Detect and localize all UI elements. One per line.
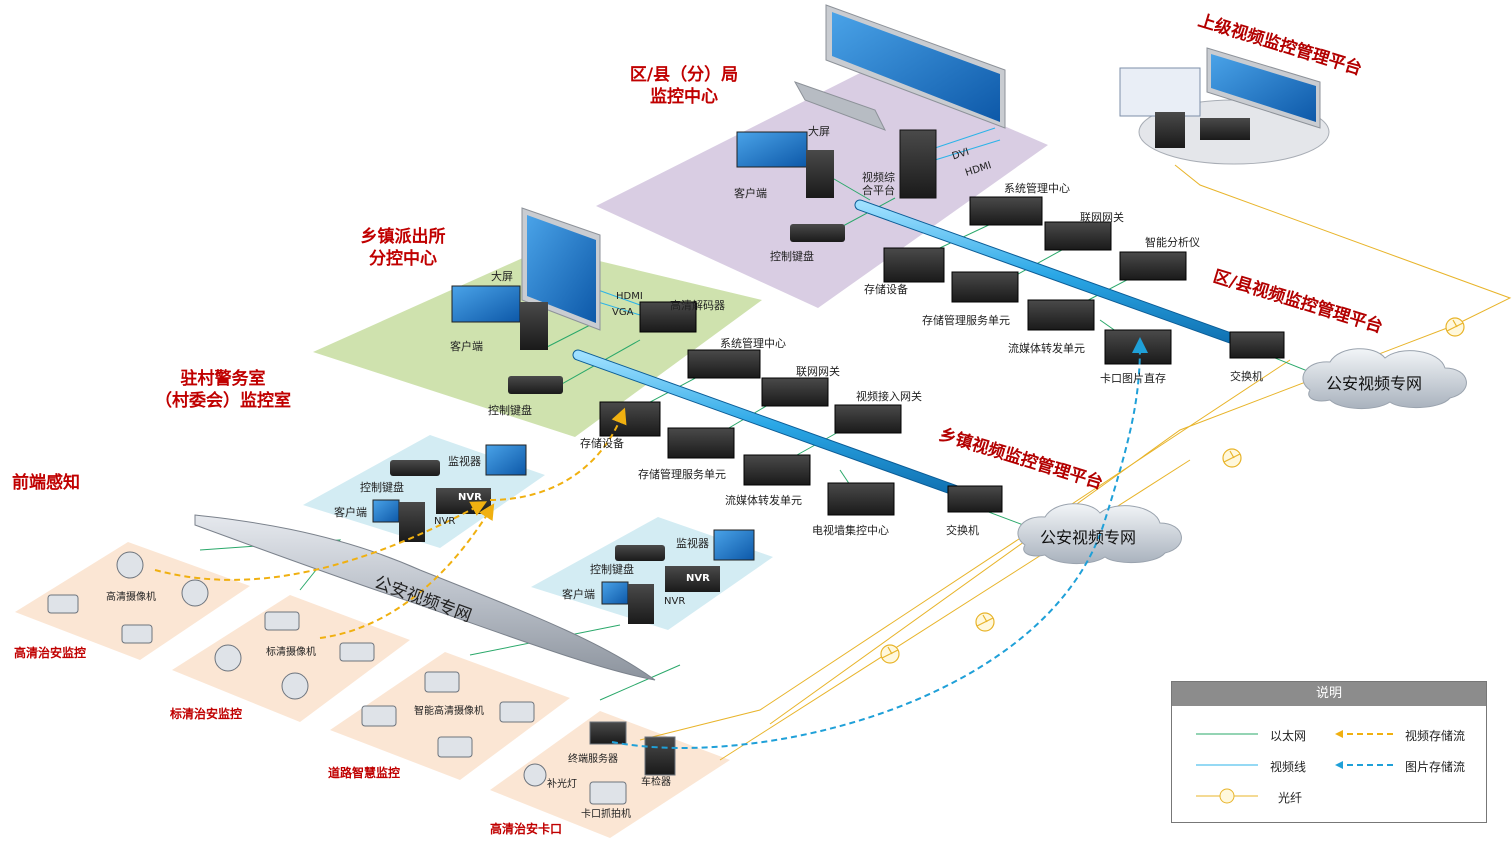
- district-keyboard-label: 控制键盘: [770, 250, 814, 263]
- platform-rack: [899, 129, 937, 199]
- front-zone-road: [330, 652, 570, 780]
- town-keyboard: [508, 376, 563, 394]
- district-platform-label: 视频综合平台: [862, 171, 895, 197]
- town-access-gateway-label: 视频接入网关: [856, 390, 922, 403]
- village-a-nvr-label: NVR: [434, 516, 456, 527]
- video-lines: [597, 127, 1001, 316]
- town-center-title-line1: 乡镇派出所: [360, 227, 446, 247]
- town-gateway-label: 联网网关: [796, 365, 840, 378]
- village-a-keyboard-label: 控制键盘: [360, 481, 404, 494]
- cloud-town-label: 公安视频专网: [1040, 528, 1137, 547]
- town-backbone: [572, 349, 974, 501]
- district-center-title-line1: 区/县（分）局: [629, 65, 739, 85]
- legend-title: 说明: [1172, 682, 1486, 706]
- fill-light-label: 补光灯: [547, 779, 577, 790]
- town-client-pc: [451, 285, 548, 350]
- front-zone-sd: [172, 595, 410, 722]
- fiber-markers: [880, 317, 1465, 664]
- village-zone-a: [303, 435, 545, 548]
- legend-fiber: 光纤: [1278, 791, 1303, 805]
- legend-swatches: [1196, 730, 1397, 804]
- town-center-title: 乡镇派出所 分控中心: [345, 226, 461, 270]
- district-video-wall: [793, 4, 1006, 131]
- town-rack-devices: [599, 301, 1003, 516]
- front-end-title: 前端感知: [12, 473, 80, 493]
- town-storage-mgmt-label: 存储管理服务单元: [638, 468, 726, 481]
- district-storage-mgmt-label: 存储管理服务单元: [922, 314, 1010, 327]
- district-center-title: 区/县（分）局 监控中心: [618, 64, 750, 108]
- video-storage-flow: [154, 407, 627, 639]
- village-b-nvr-badge: NVR: [686, 573, 710, 584]
- town-decoder-label: 高清解码器: [670, 299, 725, 312]
- village-b-client-label: 客户端: [562, 588, 595, 601]
- legend: 说明 以太网 视频线 光纤 视频存储流 图片存储流: [1171, 681, 1487, 823]
- town-vga-label: VGA: [612, 307, 634, 318]
- district-switch-label: 交换机: [1230, 370, 1263, 383]
- district-rack-devices: [883, 196, 1285, 365]
- village-b-keyboard-label: 控制键盘: [590, 563, 634, 576]
- village-a-client-label: 客户端: [334, 506, 367, 519]
- district-stream-label: 流媒体转发单元: [1008, 342, 1085, 355]
- town-client-label: 客户端: [450, 340, 483, 353]
- village-a-monitor-label: 监视器: [448, 455, 481, 468]
- village-room-title-line1: 驻村警务室: [180, 369, 266, 389]
- district-storage-label: 存储设备: [864, 283, 908, 296]
- checkpoint-title: 高清治安卡口: [490, 822, 563, 836]
- vehicle-detector-label: 车检器: [641, 777, 671, 788]
- road-title: 道路智慧监控: [328, 766, 401, 780]
- road-camera-label: 智能高清摄像机: [414, 706, 484, 717]
- front-network-band: [194, 514, 656, 681]
- legend-ethernet: 以太网: [1270, 729, 1307, 743]
- district-analyzer-label: 智能分析仪: [1145, 236, 1200, 249]
- village-b-pc: [601, 529, 755, 624]
- town-video-wall: [521, 207, 601, 331]
- district-mgmt-label: 系统管理中心: [1004, 182, 1070, 195]
- district-keyboard: [790, 224, 845, 242]
- district-gateway-label: 联网网关: [1080, 211, 1124, 224]
- town-hdmi-label: HDMI: [616, 291, 643, 302]
- village-a-nvr-badge: NVR: [458, 492, 482, 503]
- town-switch-label: 交换机: [946, 524, 979, 537]
- town-big-screen-label: 大屏: [491, 270, 513, 283]
- hd-camera-label: 高清摄像机: [106, 592, 156, 603]
- village-room-title-line2: （村委会）监控室: [155, 391, 291, 411]
- sd-security-title: 标清治安监控: [170, 707, 243, 721]
- district-backbone: [854, 199, 1256, 351]
- village-zone-b: [531, 517, 773, 630]
- cloud-district: [1302, 348, 1467, 410]
- sd-camera-label: 标清摄像机: [266, 647, 316, 658]
- upper-video-wall: [1119, 47, 1321, 148]
- town-stream-label: 流媒体转发单元: [725, 494, 802, 507]
- cloud-district-label: 公安视频专网: [1326, 374, 1423, 393]
- village-b-nvr-label: NVR: [664, 596, 686, 607]
- front-zone-hd: [15, 542, 250, 660]
- legend-image-flow: 图片存储流: [1405, 760, 1466, 774]
- district-client-label: 客户端: [734, 187, 767, 200]
- hd-security-title: 高清治安监控: [14, 646, 87, 660]
- image-storage-flow: [611, 337, 1148, 749]
- checkpoint-camera-label: 卡口抓拍机: [581, 809, 631, 820]
- town-mgmt-label: 系统管理中心: [720, 337, 786, 350]
- legend-video-line: 视频线: [1270, 760, 1307, 774]
- district-center-title-line2: 监控中心: [650, 87, 718, 107]
- front-cameras: [47, 551, 676, 805]
- village-b-monitor-label: 监视器: [676, 537, 709, 550]
- town-keyboard-label: 控制键盘: [488, 404, 532, 417]
- village-room-title: 驻村警务室 （村委会）监控室: [148, 368, 298, 412]
- district-image-storage-label: 卡口图片直存: [1100, 372, 1166, 385]
- legend-video-flow: 视频存储流: [1405, 729, 1466, 743]
- town-center-title-line2: 分控中心: [369, 249, 437, 269]
- town-tv-wall-label: 电视墙集控中心: [812, 524, 889, 537]
- district-big-screen-label: 大屏: [808, 125, 830, 138]
- terminal-server-label: 终端服务器: [568, 754, 618, 765]
- district-client-pc: [736, 131, 834, 198]
- town-storage-label: 存储设备: [580, 437, 624, 450]
